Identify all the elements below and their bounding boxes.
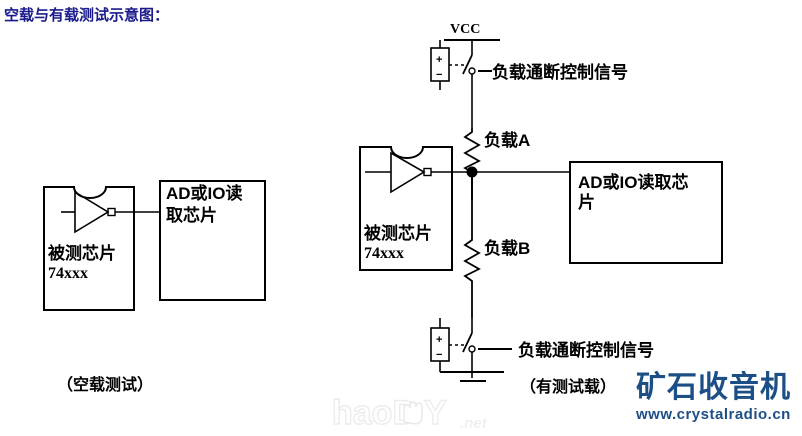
switch-top-contact [468, 67, 476, 75]
left-dut-chip-outline [43, 186, 135, 311]
right-inverter-gate [365, 151, 432, 194]
left-dut-label-line2: 74xxx [48, 265, 88, 282]
right-dut-chip [359, 146, 453, 271]
switch-bottom [462, 318, 476, 378]
relay-bottom: + − [430, 318, 466, 372]
brand-url: www.crystalradio.cn [636, 406, 791, 423]
load-a-label: 负载A [484, 130, 530, 150]
control-signal-top-label: 负载通断控制信号 [492, 62, 628, 82]
right-dut-label-line2: 74xxx [364, 245, 404, 262]
relay-top-plus-sign: + [436, 54, 442, 66]
relay-top: + − [430, 40, 466, 90]
right-circuit-group: VCC + − 负载通断控制信号 负载A [359, 22, 723, 396]
page-title: 空载与有载测试示意图： [4, 7, 170, 24]
switch-top [462, 40, 476, 128]
left-dut-label-line1: 被测芯片 [48, 243, 116, 263]
left-dut-chip [43, 186, 135, 311]
right-dut-chip-outline [359, 146, 453, 271]
left-circuit-group: 被测芯片 74xxx AD或IO读 取芯片 （空载测试） [43, 180, 266, 394]
right-dut-label-line1: 被测芯片 [364, 223, 432, 243]
left-reader-chip-box [159, 180, 266, 301]
control-signal-bottom-label: 负载通断控制信号 [518, 340, 654, 360]
relay-top-minus-sign: − [436, 69, 442, 81]
switch-bottom-blade [462, 332, 473, 353]
load-b-label: 负载B [484, 238, 530, 258]
brand-name-cn: 矿石收音机 [636, 371, 791, 404]
relay-bottom-minus-sign: − [436, 349, 442, 361]
relay-bottom-plus-sign: + [436, 334, 442, 346]
left-reader-chip-label-line1: AD或IO读 [166, 183, 243, 203]
load-b-zigzag [463, 172, 481, 318]
right-reader-chip-label-line1: AD或IO读取芯 [578, 172, 689, 192]
right-reader-chip-box [569, 161, 723, 264]
vcc-label: VCC [450, 22, 480, 37]
brand-logo: 矿石收音机 www.crystalradio.cn [636, 372, 800, 432]
ground-symbol [440, 371, 504, 382]
switch-top-blade [462, 54, 473, 75]
load-b-resistor [463, 172, 481, 318]
left-reader-chip-label-line2: 取芯片 [166, 205, 217, 225]
right-circuit-caption: （有测试载） [520, 377, 616, 396]
left-circuit-caption: （空载测试） [57, 375, 153, 394]
switch-bottom-contact [468, 345, 476, 353]
right-reader-chip-label-line2: 片 [578, 192, 595, 212]
